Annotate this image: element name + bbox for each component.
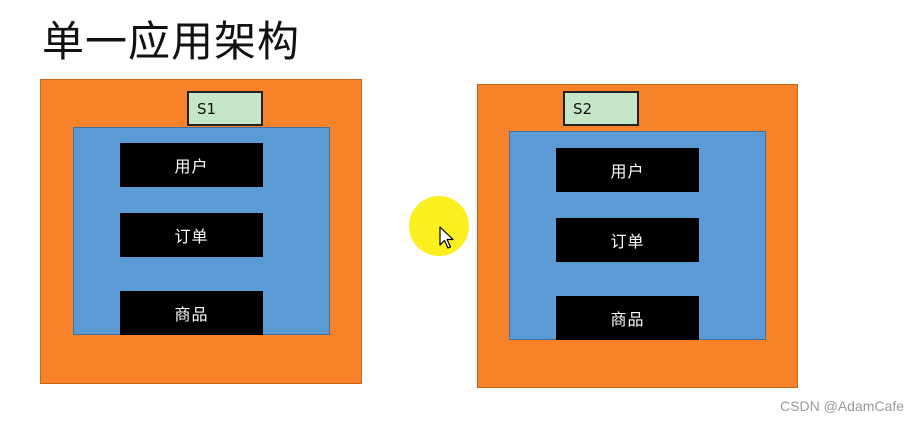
- mouse-pointer-icon: [439, 226, 454, 249]
- server-s1-label: S1: [187, 91, 263, 126]
- module-user-s2: 用户: [556, 148, 699, 192]
- module-product-s1: 商品: [120, 291, 263, 335]
- cursor-highlight: [409, 196, 469, 256]
- module-order-s1: 订单: [120, 213, 263, 257]
- slide-title: 单一应用架构: [42, 17, 301, 66]
- module-order-s2: 订单: [556, 218, 699, 262]
- server-s2-label: S2: [563, 91, 639, 126]
- module-user-s1: 用户: [120, 143, 263, 187]
- watermark: CSDN @AdamCafe: [780, 398, 904, 414]
- module-product-s2: 商品: [556, 296, 699, 340]
